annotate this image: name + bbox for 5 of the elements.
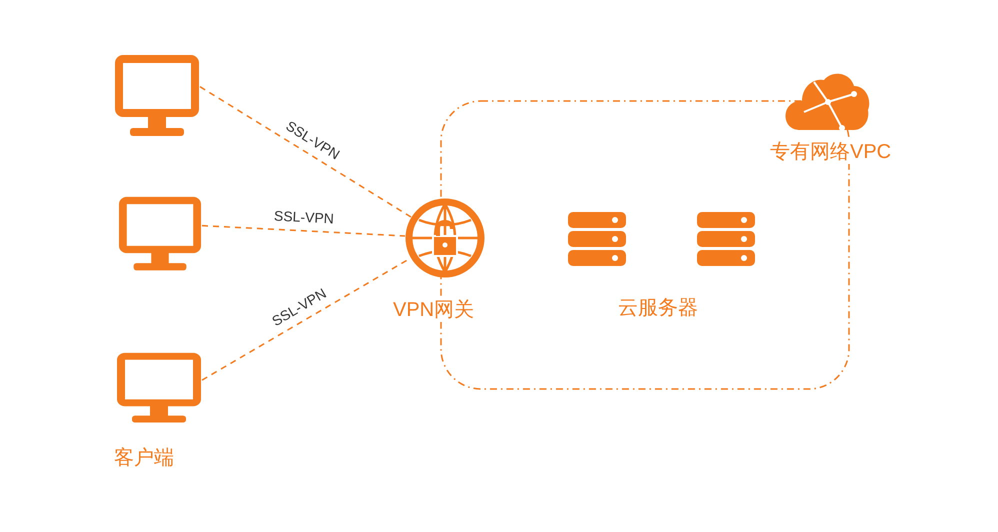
connector-line — [202, 224, 406, 237]
connector-line — [200, 86, 412, 218]
server-name: 云服务器 — [616, 296, 700, 320]
group-label: 客户端 — [112, 446, 176, 470]
network-name: 专有网络VPC — [768, 140, 894, 164]
